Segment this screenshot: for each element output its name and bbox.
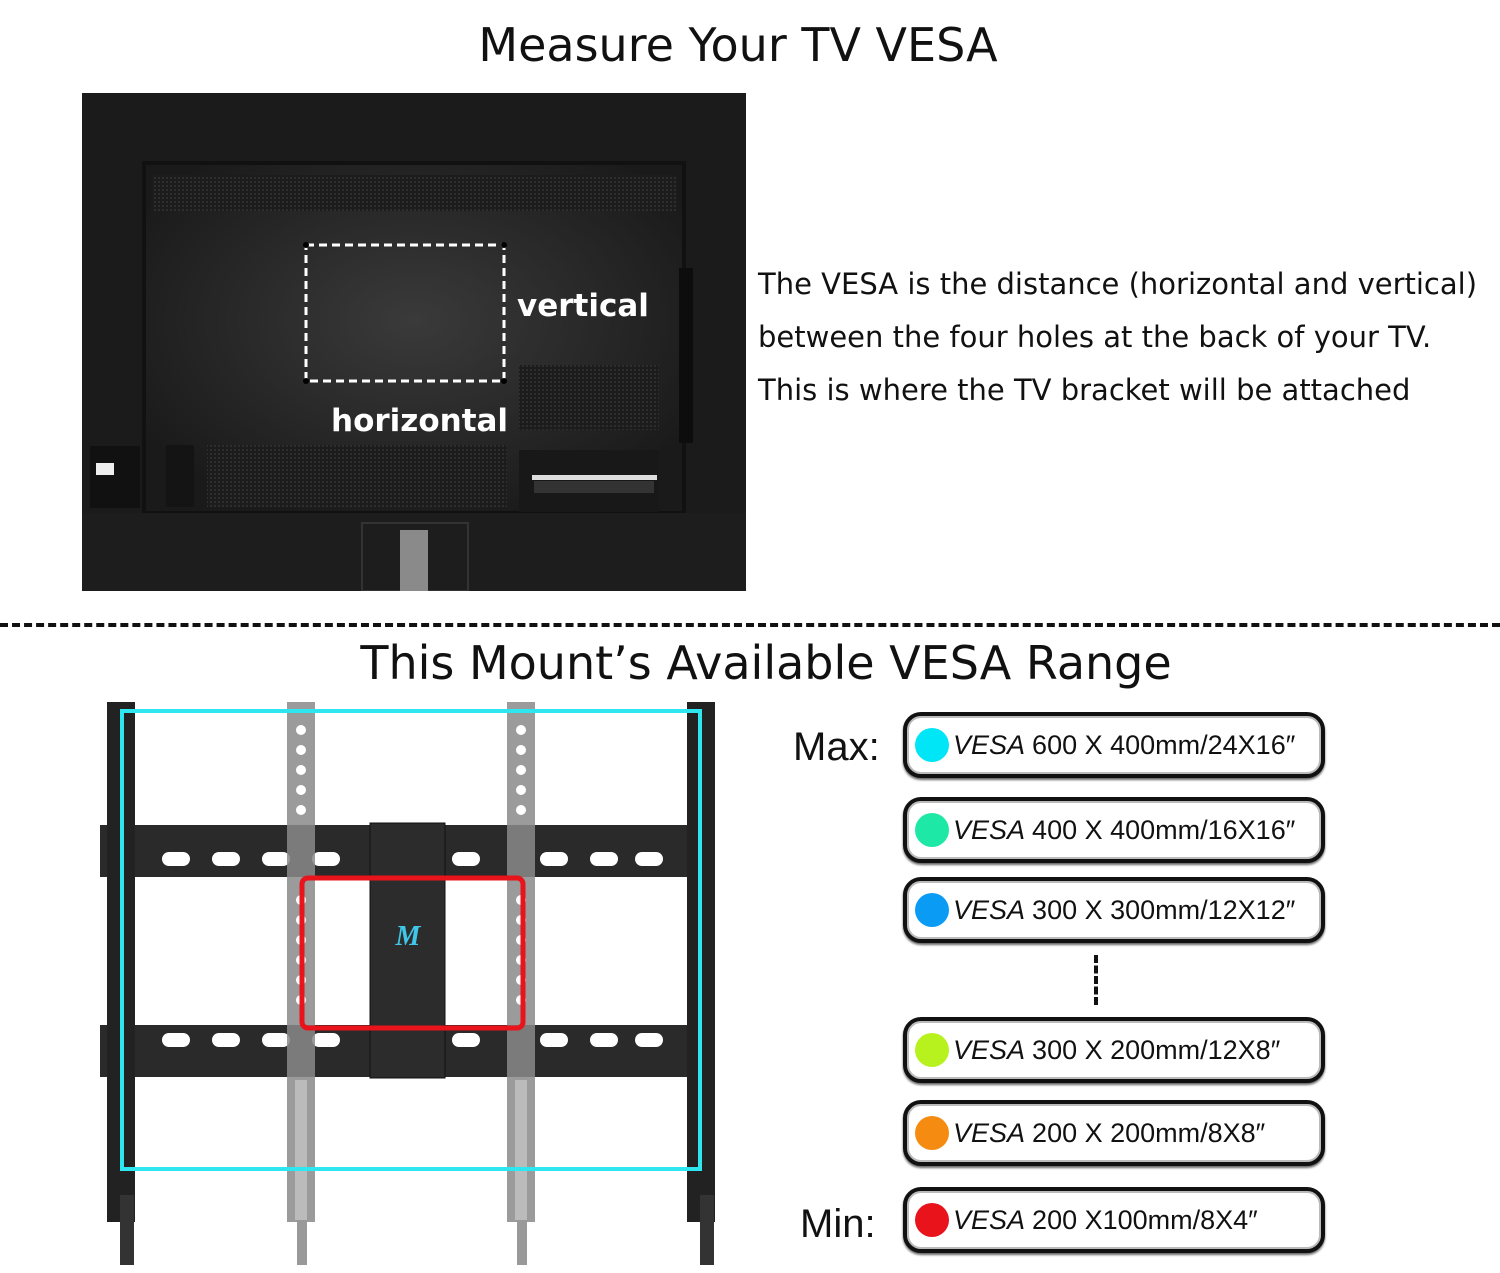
- description-line: between the four holes at the back of yo…: [758, 320, 1432, 354]
- vesa-size: 400 X 400mm/16X16″: [1032, 814, 1296, 845]
- vesa-description: The VESA is the distance (horizontal and…: [758, 258, 1498, 417]
- vesa-size: 300 X 200mm/12X8″: [1032, 1034, 1281, 1065]
- vertical-label: vertical: [517, 288, 649, 324]
- section-divider: [0, 623, 1500, 627]
- color-dot-icon: [915, 813, 949, 847]
- brand-logo: M: [395, 921, 422, 952]
- color-dot-icon: [915, 1203, 949, 1237]
- section-title-range: This Mount’s Available VESA Range: [360, 636, 1172, 690]
- min-label: Min:: [800, 1202, 876, 1246]
- vesa-size: 600 X 400mm/24X16″: [1032, 729, 1296, 760]
- range-ellipsis-divider: [1094, 955, 1098, 1005]
- vesa-prefix: VESA: [953, 1034, 1026, 1065]
- vesa-option-600x400: VESA 600 X 400mm/24X16″: [903, 712, 1325, 778]
- max-label: Max:: [793, 725, 880, 769]
- vesa-option-400x400: VESA 400 X 400mm/16X16″: [903, 797, 1325, 863]
- wall-mount-diagram: M: [100, 702, 715, 1265]
- vesa-prefix: VESA: [953, 894, 1026, 925]
- vesa-size: 200 X 200mm/8X8″: [1032, 1117, 1266, 1148]
- vesa-option-200x200: VESA 200 X 200mm/8X8″: [903, 1100, 1325, 1166]
- section-title-measure: Measure Your TV VESA: [478, 18, 998, 72]
- tv-back-image: vertical horizontal: [82, 93, 746, 591]
- vesa-option-200x100: VESA 200 X100mm/8X4″: [903, 1187, 1325, 1253]
- horizontal-label: horizontal: [331, 403, 508, 439]
- vesa-option-300x300: VESA 300 X 300mm/12X12″: [903, 877, 1325, 943]
- color-dot-icon: [915, 728, 949, 762]
- color-dot-icon: [915, 1116, 949, 1150]
- vesa-prefix: VESA: [953, 1117, 1026, 1148]
- color-dot-icon: [915, 1033, 949, 1067]
- vesa-prefix: VESA: [953, 814, 1026, 845]
- vesa-prefix: VESA: [953, 1204, 1026, 1235]
- color-dot-icon: [915, 893, 949, 927]
- vesa-size: 300 X 300mm/12X12″: [1032, 894, 1296, 925]
- vesa-prefix: VESA: [953, 729, 1026, 760]
- description-line: This is where the TV bracket will be att…: [758, 373, 1411, 407]
- description-line: The VESA is the distance (horizontal and…: [758, 267, 1478, 301]
- vesa-option-300x200: VESA 300 X 200mm/12X8″: [903, 1017, 1325, 1083]
- vesa-size: 200 X100mm/8X4″: [1032, 1204, 1258, 1235]
